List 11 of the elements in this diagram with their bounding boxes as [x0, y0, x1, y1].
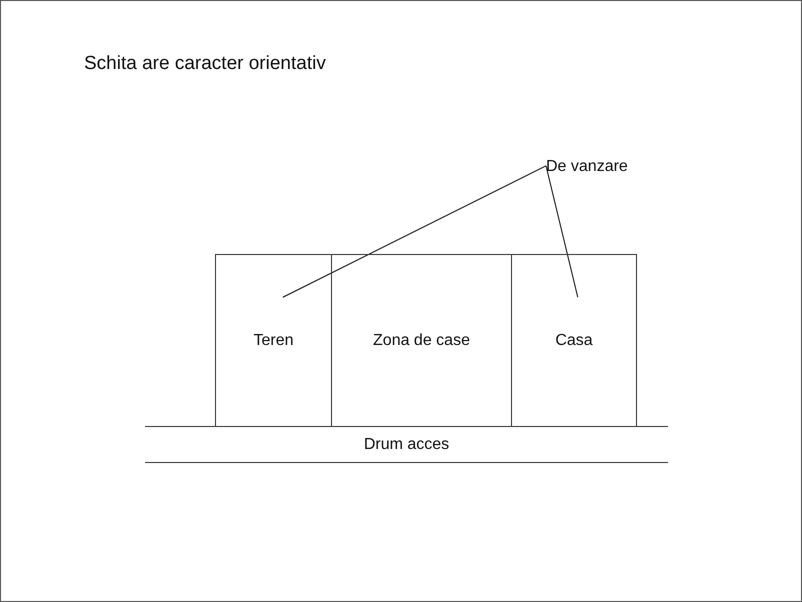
leader-line — [546, 165, 578, 298]
area-label: Zona de case — [373, 332, 470, 350]
access-road — [145, 426, 668, 463]
area-label: Teren — [253, 332, 294, 350]
callout-text: De vanzare — [546, 158, 628, 176]
area-label: Drum acces — [364, 436, 450, 454]
diagram-title: Schita are caracter orientativ — [84, 53, 326, 75]
area-label: Casa — [555, 332, 593, 350]
plot-area — [215, 254, 332, 427]
leader-line — [282, 165, 546, 298]
plot-area — [511, 254, 637, 427]
